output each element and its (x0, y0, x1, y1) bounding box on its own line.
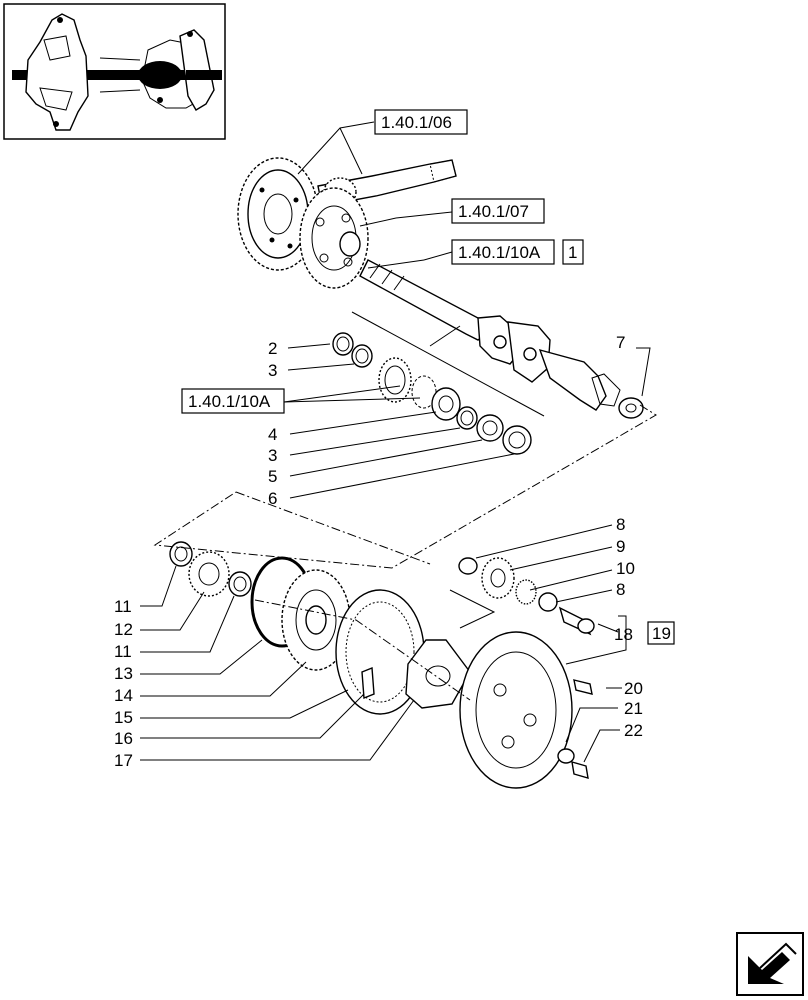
differential-housing (299, 187, 369, 289)
label-7: 7 (616, 333, 625, 352)
ref-text-item-1: 1 (568, 243, 577, 262)
label-6: 6 (268, 489, 277, 508)
washer-21 (557, 748, 575, 764)
bearing-sleeve (378, 357, 412, 403)
bolt-20 (573, 679, 593, 695)
label-4: 4 (268, 425, 277, 444)
label-9: 9 (616, 537, 625, 556)
planet-pin-18 (558, 606, 595, 636)
label-2: 2 (268, 339, 277, 358)
planet-gear-9 (481, 557, 515, 599)
ref-box-1-40-1-07[interactable]: 1.40.1/07 (451, 198, 545, 224)
label-17: 17 (114, 751, 133, 770)
snap-ring-11b (228, 571, 252, 597)
ref-text-item-19: 19 (652, 624, 671, 643)
label-5: 5 (268, 467, 277, 486)
label-13: 13 (114, 664, 133, 683)
washer-7 (618, 397, 644, 419)
label-11b: 11 (114, 642, 132, 661)
ring-5 (476, 414, 504, 442)
snap-ring-3a (351, 344, 373, 368)
label-16: 16 (114, 729, 133, 748)
crown-wheel (237, 157, 319, 271)
axle-thumbnail[interactable] (3, 3, 226, 140)
label-8b: 8 (616, 580, 625, 599)
ring-6 (502, 425, 532, 455)
needle-bearing-10 (515, 579, 537, 605)
label-12: 12 (114, 620, 133, 639)
ref-text-1-40-1-06: 1.40.1/06 (381, 113, 452, 132)
label-3a: 3 (268, 361, 277, 380)
label-14: 14 (114, 686, 133, 705)
planet-gear-12 (188, 551, 230, 597)
washer-8b (538, 592, 558, 612)
label-8a: 8 (616, 515, 625, 534)
label-20: 20 (624, 679, 643, 698)
label-15: 15 (114, 708, 133, 727)
snap-ring-2 (332, 332, 354, 356)
snap-ring-3b (456, 406, 478, 430)
label-22: 22 (624, 721, 643, 740)
label-3b: 3 (268, 446, 277, 465)
pin-16 (361, 666, 375, 700)
label-11a: 11 (114, 597, 132, 616)
ref-text-1-40-1-10a-top: 1.40.1/10A (458, 243, 541, 262)
axle-shaft (359, 259, 621, 411)
ref-box-1-40-1-10a-top[interactable]: 1.40.1/10A (451, 239, 555, 265)
plug-22 (571, 761, 589, 779)
bearing-4 (431, 387, 461, 421)
ref-box-item-1[interactable]: 1 (562, 239, 584, 265)
washer-8a (458, 557, 478, 575)
ref-box-1-40-1-06[interactable]: 1.40.1/06 (374, 109, 468, 135)
ref-text-1-40-1-10a-left: 1.40.1/10A (188, 392, 271, 411)
ref-box-1-40-1-10a-left[interactable]: 1.40.1/10A (181, 388, 285, 414)
snap-ring-11a (169, 541, 193, 567)
ref-box-item-19[interactable]: 19 (647, 621, 675, 645)
next-page-arrow-icon[interactable] (736, 932, 804, 996)
ref-text-1-40-1-07: 1.40.1/07 (458, 202, 529, 221)
label-21: 21 (624, 699, 643, 718)
thrust-plate-17 (405, 639, 471, 709)
label-18: 18 (614, 625, 633, 644)
planet-carrier-19 (459, 631, 573, 789)
label-10: 10 (616, 559, 635, 578)
